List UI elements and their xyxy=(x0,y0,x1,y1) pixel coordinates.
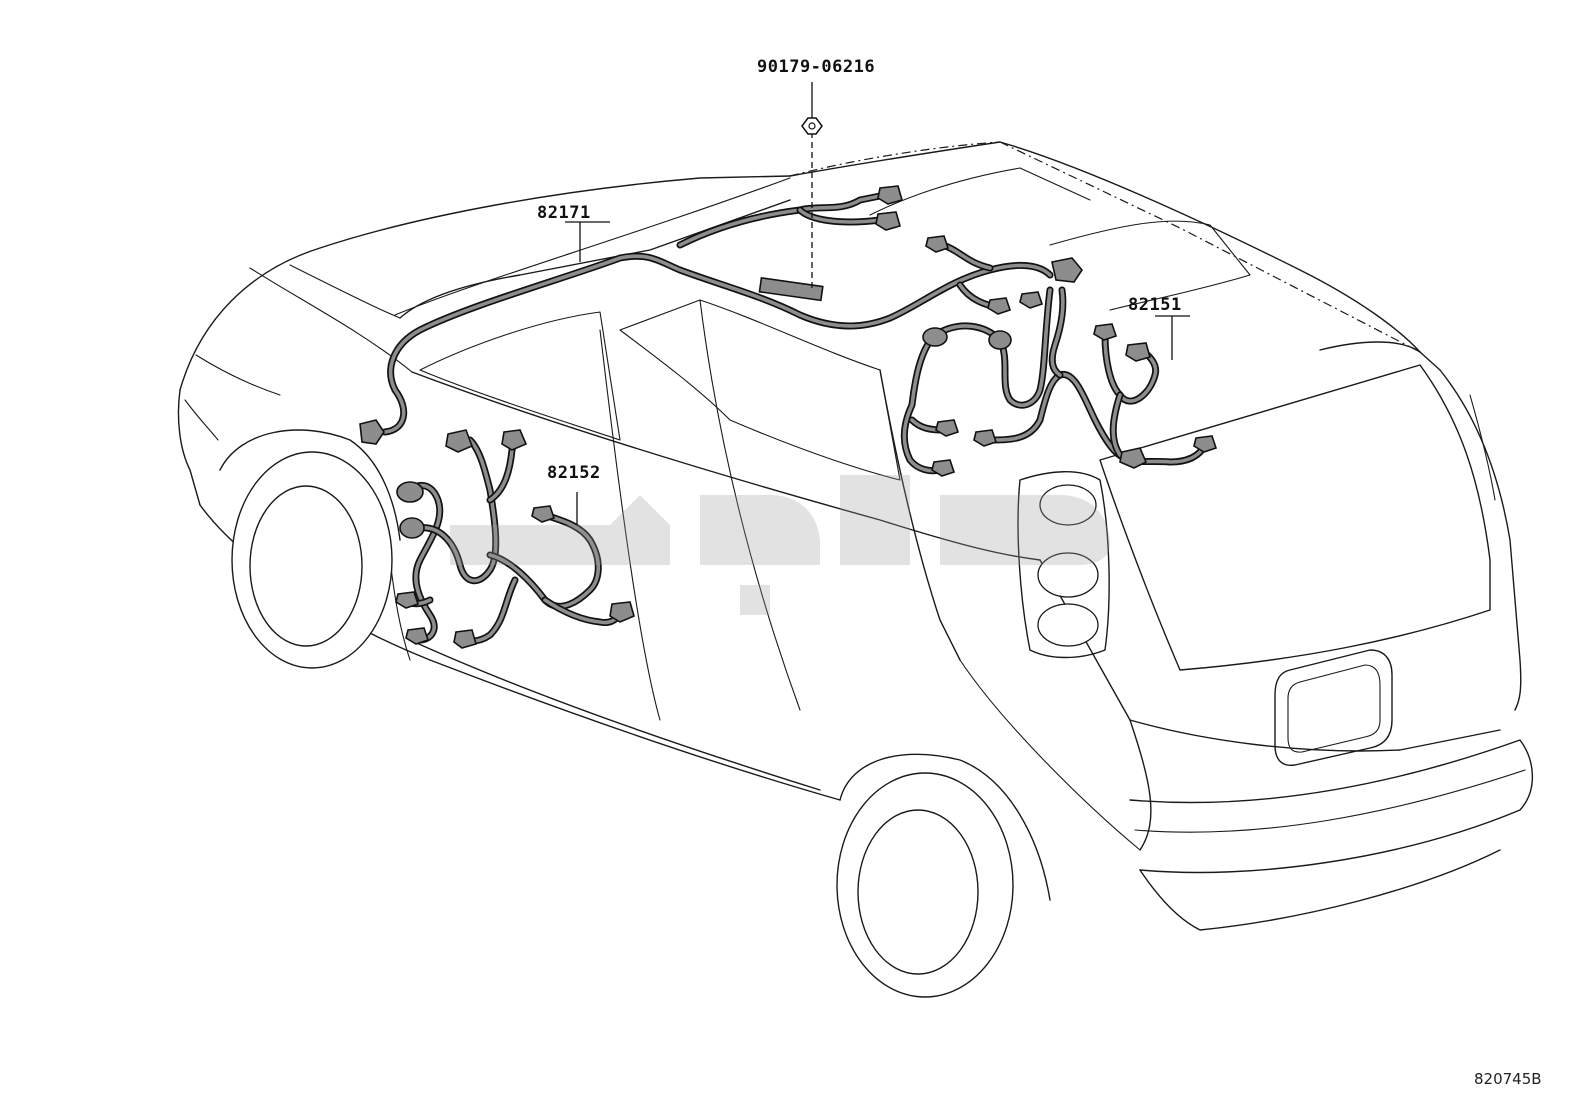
bolt-90179-06216[interactable] xyxy=(801,82,823,290)
rear-harness-82151[interactable] xyxy=(900,286,1218,477)
label-roof-harness-82171: 82171 xyxy=(537,203,591,223)
front-door-harness-82152[interactable] xyxy=(395,429,635,649)
label-rear-harness-82151: 82151 xyxy=(1128,295,1182,315)
car-body-outline xyxy=(177,141,1534,931)
drawing-code: 820745B xyxy=(1474,1070,1542,1088)
tail-lamp xyxy=(1037,484,1099,647)
rear-wheel xyxy=(836,772,1014,998)
label-front-door-harness-82152: 82152 xyxy=(547,463,601,483)
leader-lines xyxy=(565,221,1190,525)
roof-harness-82171[interactable] xyxy=(359,185,1083,445)
watermark-logo xyxy=(450,475,1110,615)
label-bolt-90179-06216: 90179-06216 xyxy=(757,57,876,77)
front-wheel xyxy=(231,451,393,669)
